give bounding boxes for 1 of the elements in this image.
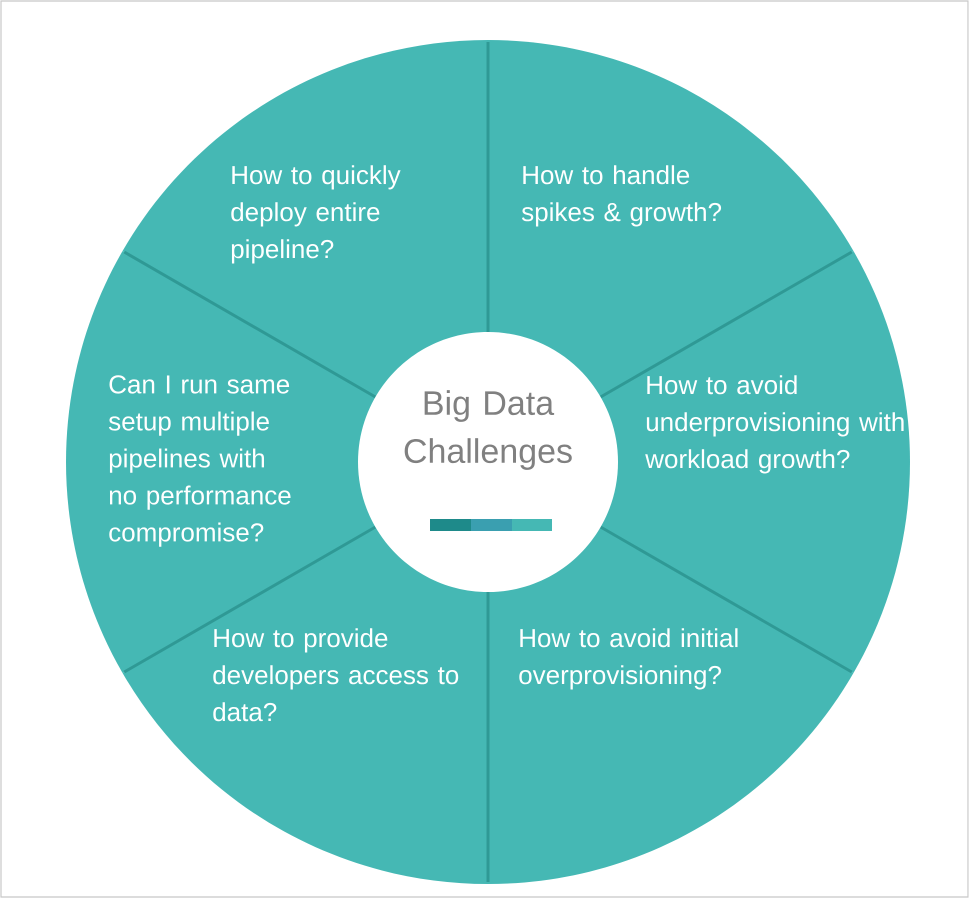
node-label: How to handle spikes & growth? [522, 165, 722, 226]
